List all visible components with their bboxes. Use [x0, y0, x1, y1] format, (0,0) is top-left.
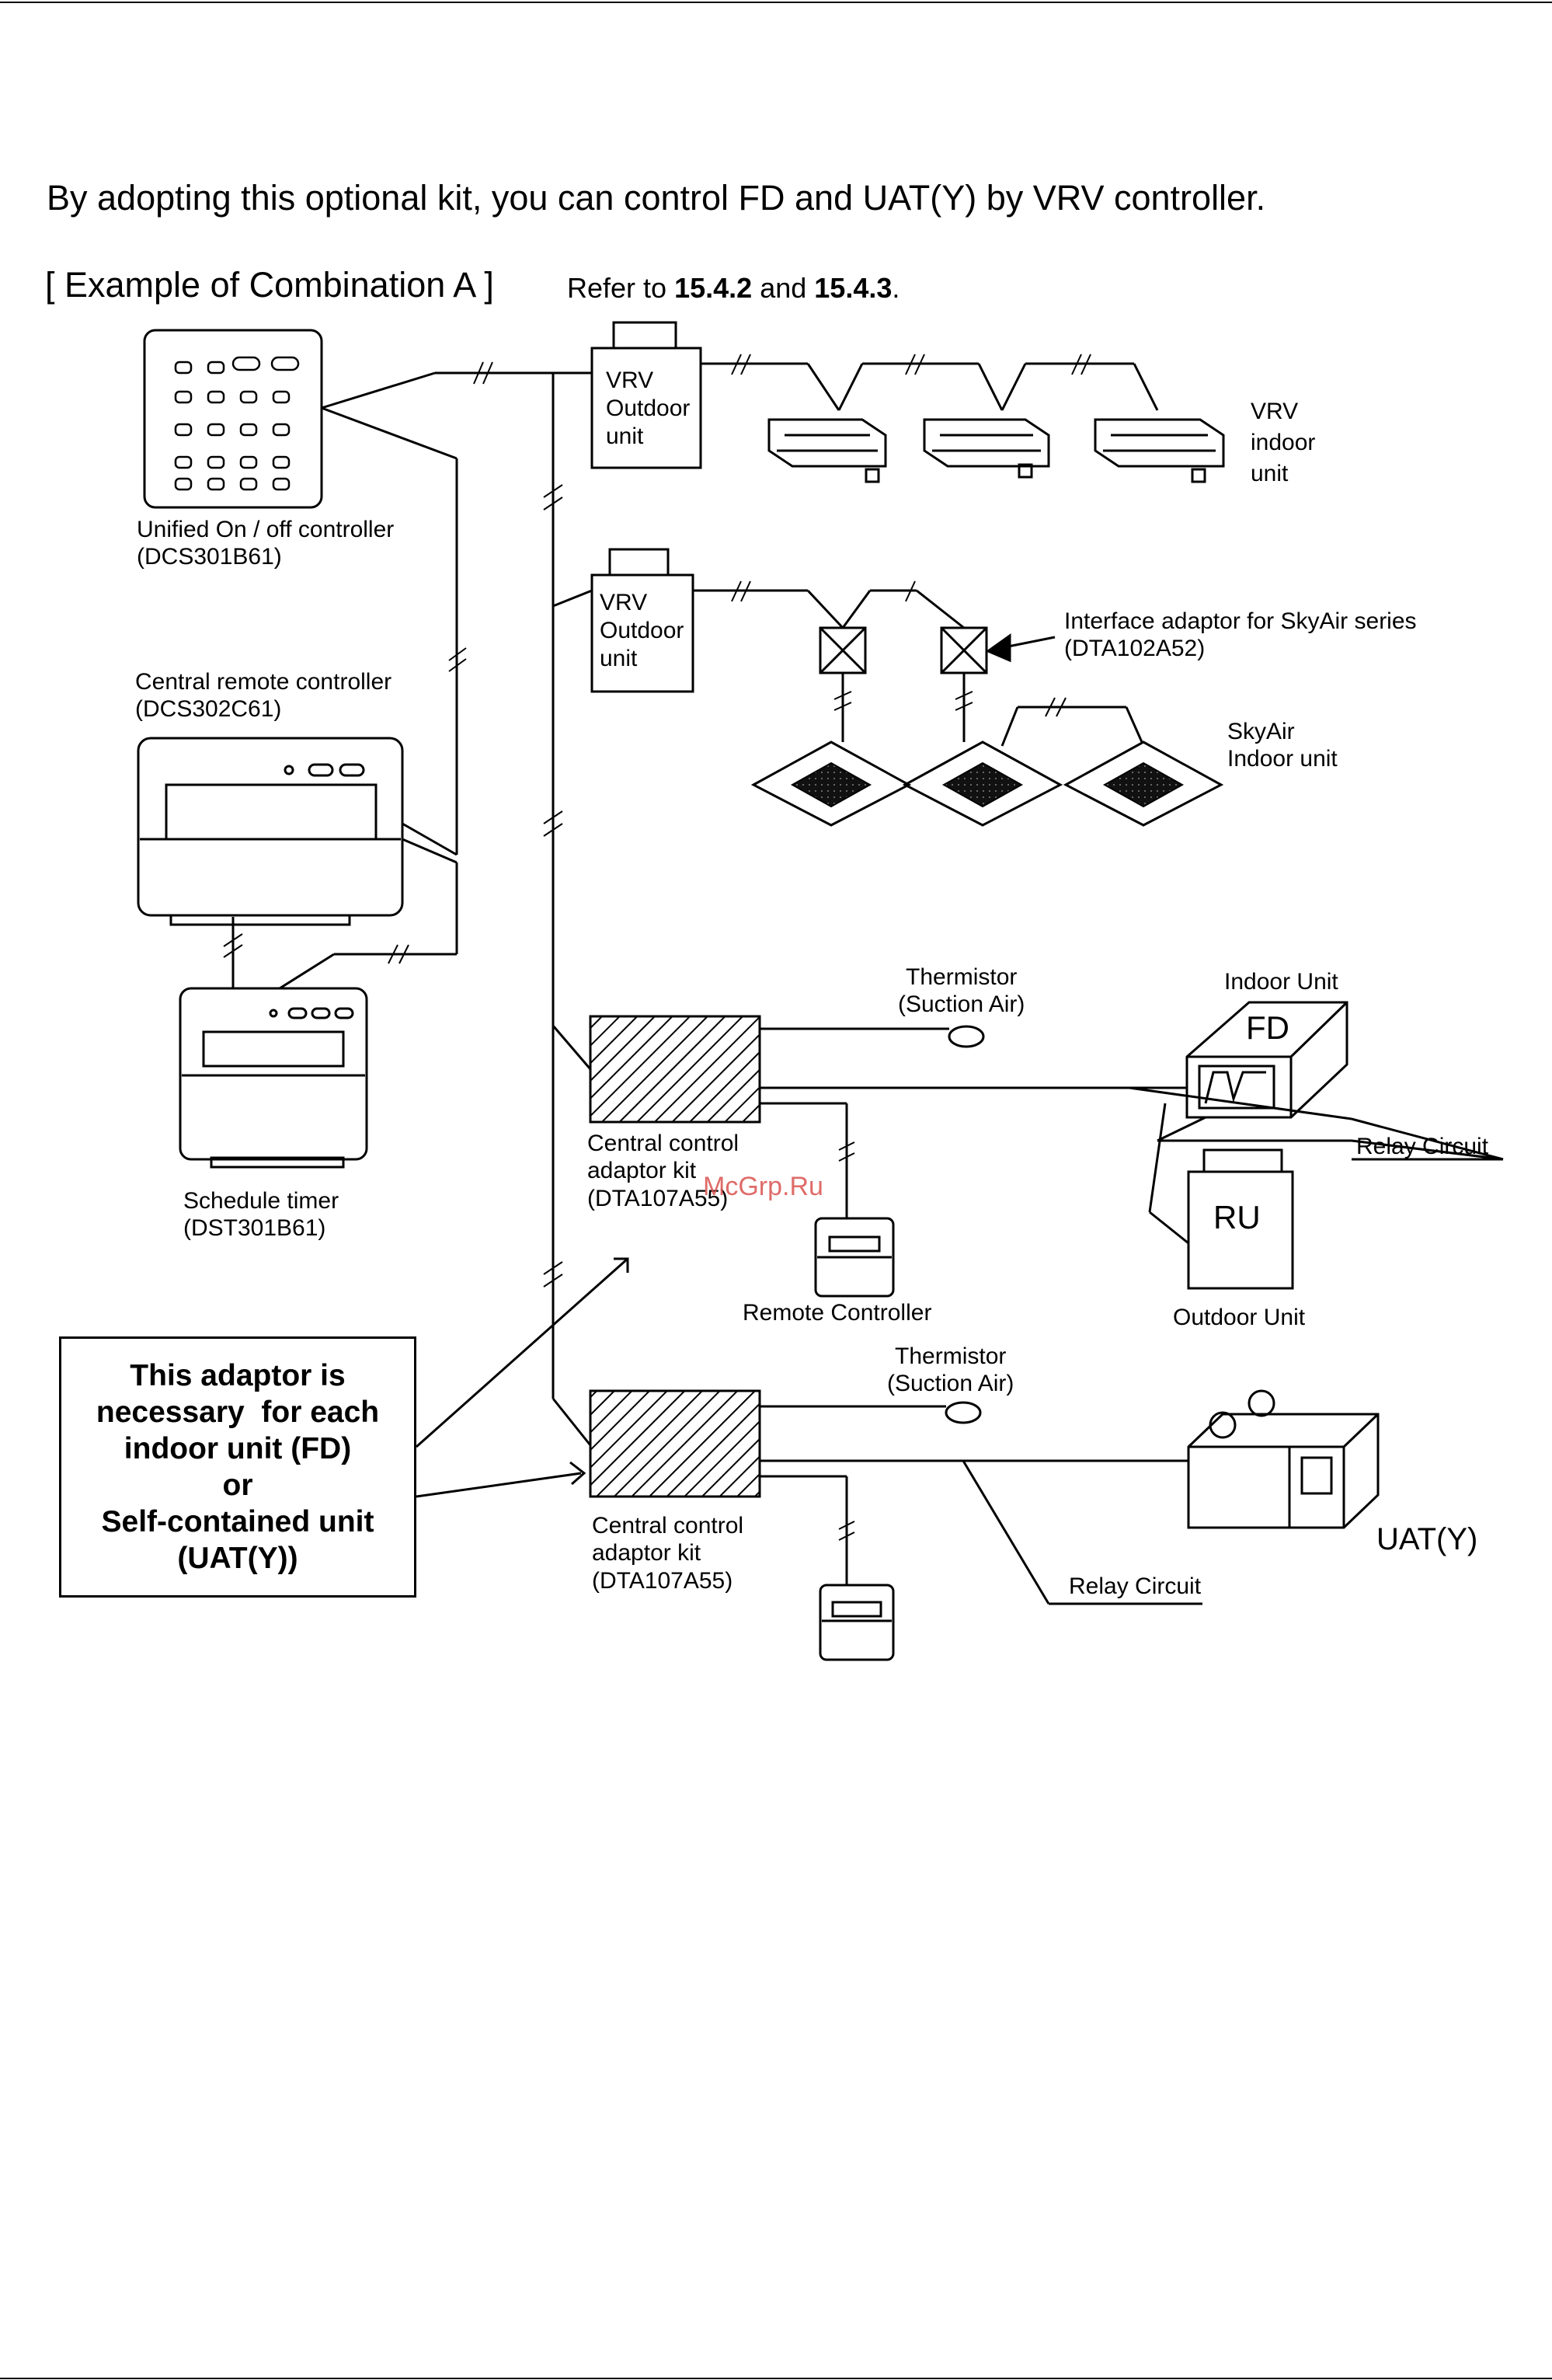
refer-and: and [760, 272, 807, 304]
central-remote-model: (DCS302C61) [135, 696, 282, 723]
vrv-outdoor-a-line3: unit [606, 423, 644, 449]
unified-controller-label: Unified On / off controller (DCS301B61) [137, 516, 394, 571]
cca-a-line3: (DTA107A55) [587, 1185, 729, 1211]
vrv-indoor-line2: indoor [1251, 430, 1316, 455]
relay-circuit-b-label: Relay Circuit [1069, 1573, 1202, 1599]
vrv-outdoor-b-line2: Outdoor [600, 618, 684, 643]
thermistor-b-detail: (Suction Air) [887, 1371, 1014, 1397]
note-line-3: indoor unit (FD) [124, 1432, 352, 1465]
skyair-label: SkyAir Indoor unit [1227, 718, 1338, 773]
refer-section-a: 15.4.2 [674, 272, 753, 304]
vrv-outdoor-a-label: VRV Outdoor unit [606, 367, 690, 451]
note-line-2: necessary for each [96, 1396, 380, 1429]
unified-controller-name: Unified On / off controller [137, 517, 395, 542]
indoor-unit-label: Indoor Unit [1224, 969, 1338, 995]
remote-controller-b-icon [819, 1584, 895, 1661]
note-line-4: or [222, 1469, 253, 1502]
thermistor-b-label: Thermistor (Suction Air) [887, 1343, 1014, 1398]
central-remote-name: Central remote controller [135, 669, 392, 695]
skyair-panels [790, 761, 1185, 808]
vrv-outdoor-b-line1: VRV [600, 590, 648, 615]
example-title: [ Example of Combination A ] [45, 265, 494, 305]
example-heading: [ Example of Combination A ] [45, 264, 494, 305]
unified-controller-icon [143, 329, 323, 509]
schedule-timer-model: (DST301B61) [183, 1215, 326, 1242]
remote-controller-a-icon [814, 1217, 895, 1298]
remote-controller-label: Remote Controller [743, 1300, 932, 1326]
outdoor-unit-label: Outdoor Unit [1173, 1305, 1306, 1330]
uaty-label: UAT(Y) [1376, 1522, 1478, 1556]
vrv-outdoor-a-line1: VRV [606, 368, 654, 393]
cca-b-line2: adaptor kit [592, 1540, 701, 1566]
intro-text: By adopting this optional kit, you can c… [47, 178, 1266, 218]
note-line-6: (UAT(Y)) [177, 1542, 298, 1575]
refer-section-b: 15.4.3 [814, 272, 893, 304]
cca-a-line2: adaptor kit [587, 1158, 697, 1184]
central-control-adaptor-b [589, 1389, 761, 1498]
refer-prefix: Refer to [567, 272, 667, 304]
vrv-outdoor-b-label: VRV Outdoor unit [600, 589, 684, 673]
schedule-timer-name: Schedule timer [183, 1188, 339, 1214]
schedule-timer-label: Schedule timer (DST301B61) [183, 1187, 339, 1242]
central-remote-label: Central remote controller (DCS302C61) [135, 668, 391, 723]
skyair-indoor-units [750, 740, 1224, 827]
central-control-adaptor-a [589, 1015, 761, 1124]
ru-label: RU [1213, 1199, 1261, 1235]
thermistor-b-name: Thermistor [895, 1343, 1007, 1369]
central-control-adaptor-a-label: Central control adaptor kit (DTA107A55) [587, 1130, 739, 1212]
central-control-adaptor-b-label: Central control adaptor kit (DTA107A55) [592, 1512, 743, 1594]
thermistor-b-icon [945, 1401, 982, 1424]
vrv-indoor-line1: VRV [1251, 399, 1299, 424]
refer-line: Refer to 15.4.2 and 15.4.3. [567, 272, 900, 305]
thermistor-a-icon [948, 1025, 985, 1048]
top-rule [0, 2, 1552, 3]
unified-controller-model: (DCS301B61) [137, 544, 282, 570]
interface-adaptor-model: (DTA102A52) [1064, 636, 1206, 662]
thermistor-a-name: Thermistor [906, 964, 1018, 990]
thermistor-a-detail: (Suction Air) [898, 991, 1025, 1018]
relay-circuit-a-label: Relay Circuit [1356, 1134, 1489, 1159]
central-remote-controller-icon [137, 737, 404, 926]
vrv-outdoor-a-line2: Outdoor [606, 396, 691, 421]
cable-ticks [223, 354, 1091, 1541]
schedule-timer-icon [179, 987, 368, 1169]
thermistor-a-label: Thermistor (Suction Air) [898, 963, 1025, 1019]
refer-suffix: . [892, 272, 900, 304]
interface-pointer-arrowhead [985, 633, 1011, 663]
cca-b-line1: Central control [592, 1513, 744, 1538]
cca-a-line1: Central control [587, 1131, 739, 1156]
interface-adaptor-name: Interface adaptor for SkyAir series [1064, 608, 1417, 634]
fd-indoor-unit [1185, 1001, 1348, 1119]
watermark: McGrp.Ru [703, 1172, 823, 1201]
interface-adaptor-label: Interface adaptor for SkyAir series (DTA… [1064, 608, 1417, 663]
fd-label: FD [1246, 1009, 1289, 1046]
interface-adaptor-icons [819, 626, 988, 674]
skyair-name: SkyAir [1227, 719, 1295, 744]
vrv-indoor-line3: unit [1251, 461, 1289, 486]
bottom-rule [0, 2378, 1552, 2379]
vrv-outdoor-unit-b [590, 548, 694, 693]
wiring-lines [231, 362, 1504, 1605]
cca-b-line3: (DTA107A55) [592, 1567, 733, 1594]
vrv-outdoor-b-line3: unit [600, 646, 638, 671]
skyair-type: Indoor unit [1227, 746, 1338, 772]
vrv-outdoor-unit-a [590, 321, 702, 469]
note-line-5: Self-contained unit [101, 1505, 374, 1538]
adaptor-note-box: This adaptor is necessary for each indoo… [59, 1336, 416, 1598]
note-line-1: This adaptor is [130, 1359, 346, 1392]
vrv-indoor-label: VRV indoor unit [1251, 396, 1315, 490]
vrv-indoor-units [767, 418, 1225, 483]
ru-outdoor-unit [1187, 1148, 1294, 1290]
uaty-unit [1187, 1389, 1380, 1529]
